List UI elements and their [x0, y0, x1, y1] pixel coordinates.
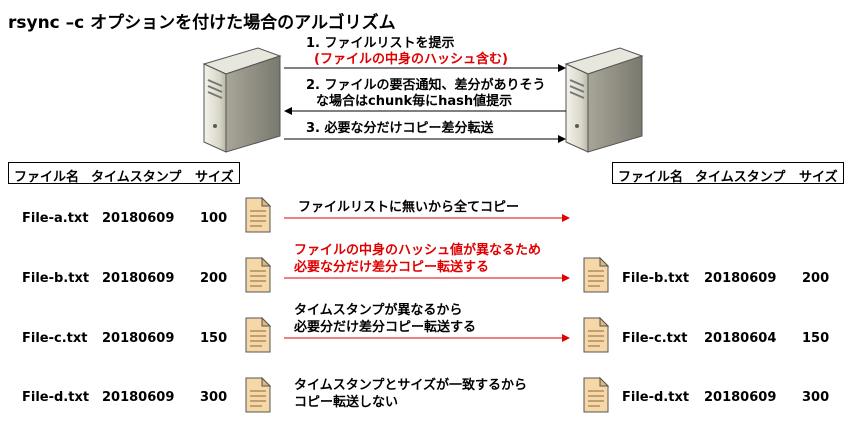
destination-table-header: ファイル名 タイムスタンプ サイズ — [612, 162, 844, 185]
document-icon — [583, 256, 610, 293]
message-1-label: 1. ファイルリストを提示 — [306, 36, 455, 51]
document-icon — [245, 256, 272, 293]
source-file-timestamp: 20180609 — [102, 211, 175, 226]
row-b-note-line1: ファイルの中身のハッシュ値が異なるため — [294, 243, 542, 258]
destination-file-name: File-d.txt — [622, 390, 690, 405]
destination-file-size: 200 — [802, 271, 830, 286]
row-c-note-line1: タイムスタンプが異なるから — [294, 303, 463, 318]
document-icon — [245, 196, 272, 233]
destination-file-name: File-c.txt — [622, 331, 688, 346]
destination-file-name: File-b.txt — [622, 271, 690, 286]
document-icon — [583, 316, 610, 353]
header-filename: ファイル名 — [14, 170, 80, 185]
source-file-size: 200 — [200, 271, 228, 286]
document-icon — [245, 316, 272, 353]
header-filename: ファイル名 — [618, 170, 684, 185]
row-d-note-line1: タイムスタンプとサイズが一致するから — [294, 378, 527, 393]
source-file-name: File-b.txt — [22, 271, 90, 286]
row-a-arrow — [284, 214, 570, 222]
header-timestamp: タイムスタンプ — [91, 170, 182, 185]
source-server-icon — [202, 47, 282, 153]
destination-file-timestamp: 20180604 — [704, 331, 777, 346]
source-file-timestamp: 20180609 — [102, 390, 175, 405]
destination-file-size: 150 — [802, 331, 830, 346]
header-size: サイズ — [799, 170, 838, 185]
message-3-label: 3. 必要な分だけコピー差分転送 — [306, 121, 494, 136]
source-file-name: File-c.txt — [22, 331, 88, 346]
destination-server-icon — [564, 47, 644, 153]
arrow-1-file-list — [284, 64, 566, 72]
source-file-size: 300 — [200, 390, 228, 405]
row-c-arrow — [284, 334, 570, 342]
source-table-header: ファイル名 タイムスタンプ サイズ — [8, 162, 240, 185]
destination-file-size: 300 — [802, 390, 830, 405]
source-file-name: File-d.txt — [22, 390, 90, 405]
document-icon — [583, 376, 610, 413]
message-2-label: 2. ファイルの要否通知、差分がありそう — [306, 78, 546, 93]
row-d-note-line2: コピー転送しない — [294, 395, 399, 410]
row-b-arrow — [284, 274, 570, 282]
row-c-note-line2: 必要分だけ差分コピー転送する — [294, 320, 477, 335]
header-timestamp: タイムスタンプ — [695, 170, 786, 185]
destination-file-timestamp: 20180609 — [704, 271, 777, 286]
source-file-size: 150 — [200, 331, 228, 346]
arrow-3-diff-transfer — [284, 135, 566, 143]
row-b-note-line2: 必要な分だけ差分コピー転送する — [294, 260, 490, 275]
destination-file-timestamp: 20180609 — [704, 390, 777, 405]
document-icon — [245, 376, 272, 413]
source-file-timestamp: 20180609 — [102, 331, 175, 346]
arrow-2-notification — [284, 107, 566, 115]
message-1-sublabel: (ファイルの中身のハッシュ含む) — [314, 52, 508, 67]
source-file-name: File-a.txt — [22, 211, 89, 226]
header-size: サイズ — [195, 170, 234, 185]
source-file-size: 100 — [200, 211, 228, 226]
message-2-sublabel: な場合はchunk毎にhash値提示 — [316, 94, 513, 109]
row-a-note: ファイルリストに無いから全てコピー — [298, 200, 520, 215]
diagram-title: rsync –c オプションを付けた場合のアルゴリズム — [8, 13, 396, 33]
source-file-timestamp: 20180609 — [102, 271, 175, 286]
